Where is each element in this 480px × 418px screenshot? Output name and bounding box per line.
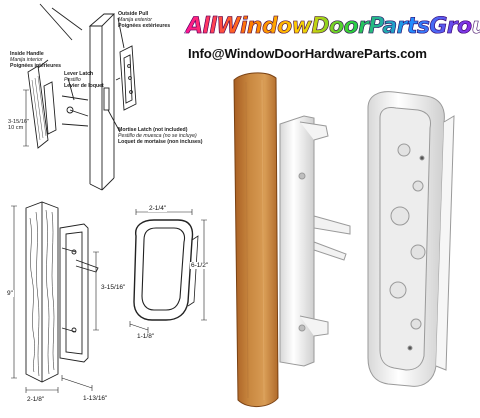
contact-email: Info@WindowDoorHardwareParts.com xyxy=(188,46,427,61)
depth-dimension: 1-13/16" xyxy=(82,395,109,402)
pull-depth-dimension: 1-1/8" xyxy=(136,333,156,340)
outside-pull-callout: Outside Pull Manija exterior Poignées ex… xyxy=(118,11,171,29)
handle-dimension-drawing xyxy=(11,201,99,393)
brand-title: AllWindowDoorPartsGroup xyxy=(186,10,480,44)
side-centers-dimension: 3-15/16" xyxy=(100,284,127,291)
overall-height-dimension: 9" xyxy=(6,290,14,297)
pull-outline-drawing xyxy=(129,209,207,333)
handle-product-photo xyxy=(233,72,455,407)
pull-width-dimension: 2-1/4" xyxy=(148,205,168,212)
pull-height-dimension: 6-1/2" xyxy=(190,262,210,269)
installation-diagram xyxy=(23,3,137,191)
inside-handle-callout: Inside Handle Manija interior Poignées i… xyxy=(10,51,62,69)
mortise-latch-callout: Mortise Latch (not included) Pestillo de… xyxy=(118,127,203,145)
base-width-dimension: 2-1/8" xyxy=(26,396,46,403)
handle-centers-label: 3-15/16"10 cm xyxy=(8,119,29,131)
lever-latch-callout: Lever Latch Pestillo Levier de loquet xyxy=(64,71,104,89)
